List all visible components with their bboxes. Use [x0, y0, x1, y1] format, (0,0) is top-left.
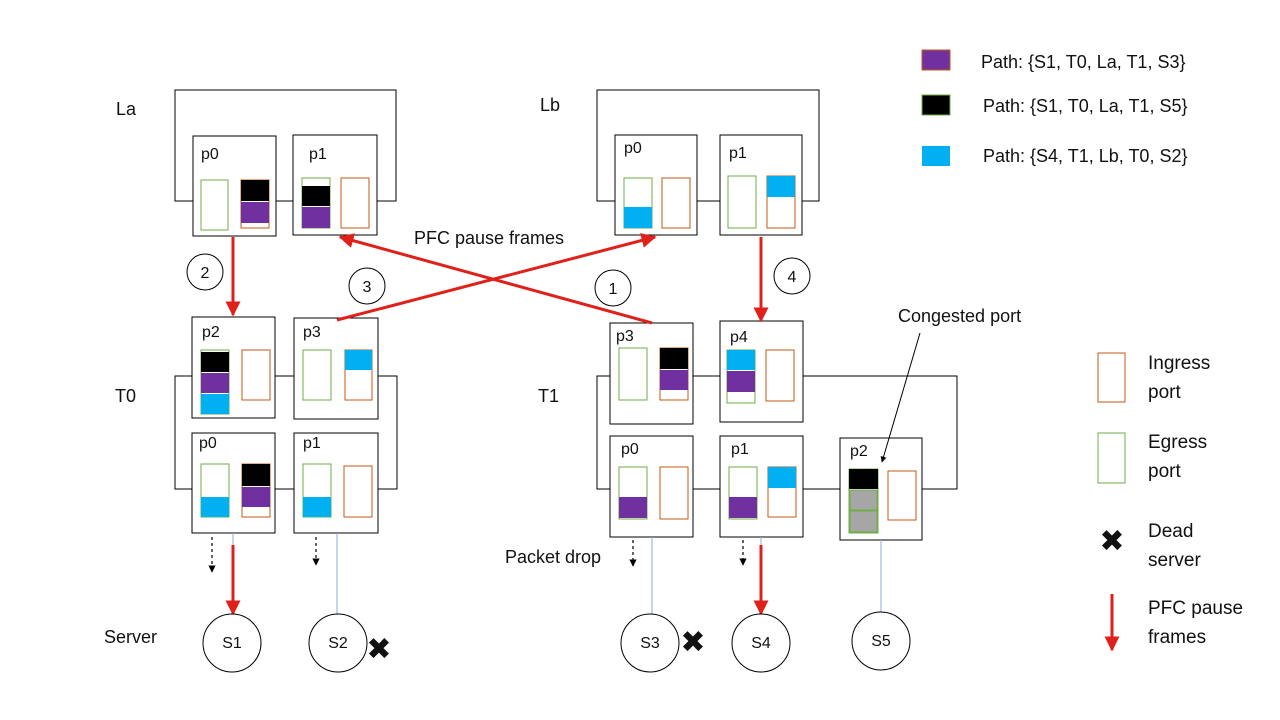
switch-la [174, 89, 397, 202]
server-s2 [308, 613, 368, 673]
t0-p0-label: p0 [199, 435, 217, 452]
path-legend-cyan: Path: {S4, T1, Lb, T0, S2} [983, 146, 1187, 166]
label-server: Server [104, 627, 157, 647]
egress-swatch [1097, 432, 1126, 484]
t0-p2-label: p2 [202, 324, 220, 341]
t1-port-p0 [609, 435, 694, 538]
path-legend-purple: Path: {S1, T0, La, T1, S3} [981, 52, 1185, 72]
server-s5-label: S5 [871, 633, 891, 650]
server-s5 [851, 611, 911, 671]
path-legend-swatches [921, 49, 951, 166]
legend-pfc-line1: PFC pause [1148, 598, 1243, 619]
t0-p1-label: p1 [303, 435, 321, 452]
legend-dead-line1: Dead [1148, 521, 1193, 542]
la-port-p0 [192, 135, 277, 237]
server-s4 [731, 613, 791, 673]
server-links [232, 533, 882, 614]
t0-port-p1 [293, 432, 379, 534]
dead-legend-icon: ✖ [1099, 525, 1124, 558]
t0-port-p2 [191, 316, 276, 419]
server-s3 [620, 613, 680, 673]
legend-pfc-line2: frames [1148, 627, 1206, 648]
lb-port-p1 [719, 134, 803, 236]
server-circles [202, 611, 911, 673]
t1-p1-label: p1 [731, 441, 749, 458]
t1-p3-label: p3 [616, 328, 634, 345]
dead-server-s3-icon: ✖ [680, 626, 705, 659]
t1-port-p4 [719, 320, 804, 423]
pfc-arrows [225, 233, 769, 616]
t0-port-p0 [191, 432, 276, 534]
packet-drop-arrows [208, 537, 747, 573]
server-s3-label: S3 [640, 635, 660, 652]
legend-egress-line2: port [1148, 461, 1181, 482]
label-la: La [116, 99, 137, 119]
server-s1 [202, 613, 262, 673]
legend-egress-line1: Egress [1148, 432, 1207, 453]
legend-ingress-line1: Ingress [1148, 353, 1210, 374]
server-s1-label: S1 [222, 635, 242, 652]
legend-ingress-line2: port [1148, 382, 1181, 403]
swatch-cyan [922, 146, 950, 166]
t0-p3-label: p3 [303, 324, 321, 341]
swatch-purple [921, 49, 951, 71]
step-1: 1 [609, 281, 618, 298]
t1-port-p2-congested [839, 437, 923, 541]
la-port-p1 [292, 134, 378, 236]
la-p1-label: p1 [309, 146, 327, 163]
t1-p2-label: p2 [850, 443, 868, 460]
queue-black [241, 180, 269, 201]
t1-p4-label: p4 [730, 329, 748, 346]
label-t0: T0 [115, 386, 136, 406]
path-legend-black: Path: {S1, T0, La, T1, S5} [983, 96, 1187, 116]
congested-port-label: Congested port [898, 306, 1021, 326]
la-p0-label: p0 [201, 146, 219, 163]
step-4: 4 [788, 269, 797, 286]
step-circles [186, 253, 811, 307]
server-s2-label: S2 [328, 635, 348, 652]
label-t1: T1 [538, 386, 559, 406]
pfc-arrow-3 [336, 233, 657, 322]
t1-port-p3 [609, 322, 694, 425]
legend-dead-line2: server [1148, 550, 1201, 571]
switch-t0 [174, 375, 398, 490]
port-legend [1097, 352, 1126, 652]
label-lb: Lb [540, 95, 560, 115]
ingress-swatch [1097, 352, 1126, 403]
step-3: 3 [363, 279, 372, 296]
dead-server-s2-icon: ✖ [366, 633, 391, 666]
lb-p1-label: p1 [729, 145, 747, 162]
congested-pointer [880, 332, 921, 463]
lb-port-p0 [614, 134, 698, 236]
t1-port-p1 [719, 435, 804, 538]
packet-drop-label: Packet drop [505, 547, 601, 567]
step-2: 2 [201, 265, 210, 282]
t1-p0-label: p0 [621, 441, 639, 458]
swatch-black [921, 94, 951, 116]
switch-lb [596, 89, 820, 202]
pfc-pause-frames-label: PFC pause frames [414, 228, 564, 248]
t0-port-p3 [293, 317, 379, 420]
queue-purple [241, 202, 269, 223]
server-s4-label: S4 [751, 635, 771, 652]
lb-p0-label: p0 [624, 140, 642, 157]
